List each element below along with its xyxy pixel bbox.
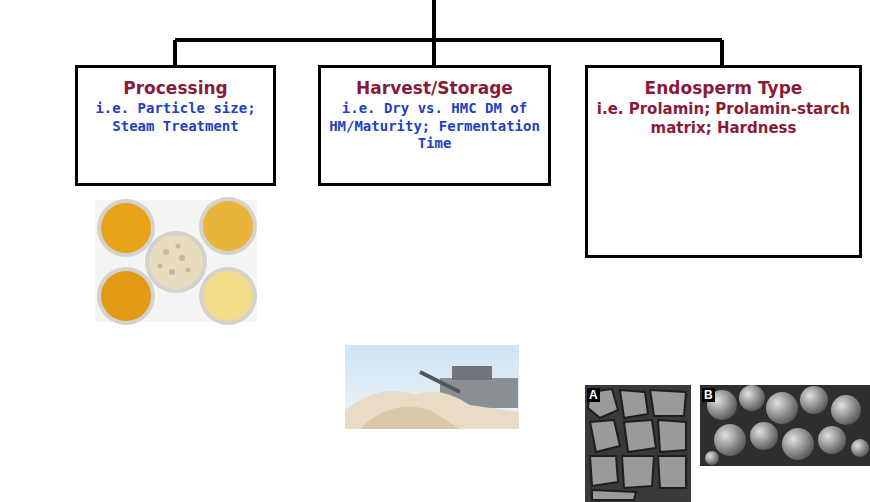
harvest-photo: [345, 345, 519, 429]
box-heading: Harvest/Storage: [329, 78, 540, 98]
tree-lines: [175, 0, 722, 66]
box-body: i.e. Prolamin; Prolamin-starch matrix; H…: [596, 100, 851, 138]
box-heading: Processing: [86, 78, 265, 98]
category-box: Harvest/Storagei.e. Dry vs. HMC DM of HM…: [318, 65, 551, 186]
grain-photo: [95, 197, 257, 325]
panel-letter: B: [702, 388, 715, 402]
category-box: Endosperm Typei.e. Prolamin; Prolamin-st…: [585, 65, 862, 258]
box-heading: Endosperm Type: [596, 78, 851, 98]
box-body: i.e. Dry vs. HMC DM of HM/Maturity; Ferm…: [329, 100, 540, 153]
micrograph-a: [585, 385, 691, 502]
box-body: i.e. Particle size; Steam Treatment: [86, 100, 265, 135]
category-box: Processingi.e. Particle size; Steam Trea…: [75, 65, 276, 186]
micrograph-b: [700, 385, 870, 466]
panel-letter: A: [587, 388, 600, 402]
